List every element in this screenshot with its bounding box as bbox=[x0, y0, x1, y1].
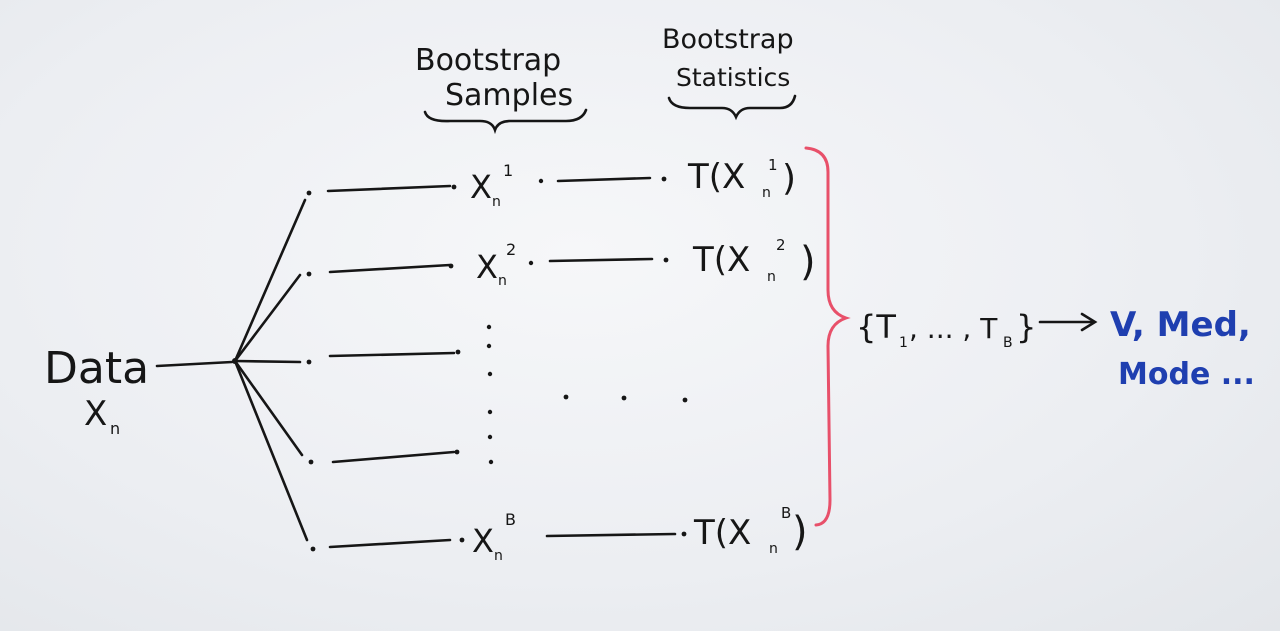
ellipsis-dot bbox=[621, 395, 627, 401]
collection-close: } bbox=[1016, 308, 1036, 346]
sample-line-5 bbox=[328, 538, 452, 549]
stat-1-suffix: ) bbox=[782, 158, 796, 199]
samples-header-line2: Samples bbox=[445, 78, 573, 113]
sample-1-symbol: X bbox=[470, 168, 492, 206]
output-line2: Mode ... bbox=[1118, 357, 1255, 392]
output-line1: V, Med, bbox=[1110, 305, 1251, 345]
stat-2-superscript: 2 bbox=[776, 236, 786, 254]
branch-end-dot bbox=[306, 359, 312, 365]
collection-last-subscript: B bbox=[1003, 335, 1013, 351]
samples-header-line1: Bootstrap bbox=[415, 43, 561, 78]
branch-2 bbox=[233, 273, 302, 363]
branch-end-dot bbox=[306, 190, 312, 196]
stat-1-subscript: n bbox=[762, 185, 771, 201]
sample-2-superscript: 2 bbox=[506, 240, 516, 259]
stat-line-2 bbox=[548, 257, 654, 263]
sample-1-subscript: n bbox=[492, 194, 501, 210]
stat-line-1 bbox=[556, 176, 652, 183]
ellipsis-dot bbox=[682, 397, 688, 403]
sample-1-superscript: 1 bbox=[503, 161, 513, 180]
sample-2-symbol: X bbox=[476, 248, 498, 286]
ellipsis-dot bbox=[487, 434, 493, 440]
branch-end-dot bbox=[306, 271, 312, 277]
sample-dot bbox=[454, 449, 460, 455]
sample-line-4 bbox=[331, 450, 456, 464]
ellipsis-dot bbox=[487, 409, 493, 415]
sample-dot bbox=[459, 537, 465, 543]
collection-middle: , ... , T bbox=[909, 312, 998, 345]
ellipsis-dot bbox=[487, 371, 493, 377]
stat-b-subscript: n bbox=[769, 541, 778, 557]
ellipsis-dot bbox=[488, 459, 494, 465]
stat-1-superscript: 1 bbox=[768, 156, 778, 174]
sample-line-2 bbox=[328, 263, 452, 274]
branch-5 bbox=[233, 359, 309, 542]
sample-dot bbox=[451, 184, 457, 190]
stat-dot bbox=[663, 257, 669, 263]
sample-2-subscript: n bbox=[498, 273, 507, 289]
stat-dot bbox=[681, 531, 687, 537]
stat-2-suffix: ) bbox=[800, 239, 816, 285]
collection-first-subscript: 1 bbox=[899, 335, 908, 351]
sample-b-superscript: B bbox=[505, 510, 516, 529]
data-subscript: n bbox=[110, 419, 120, 438]
collection-brace bbox=[804, 146, 851, 527]
branch-end-dot bbox=[310, 546, 316, 552]
sample-dot bbox=[455, 349, 461, 355]
output-arrow-head bbox=[1080, 312, 1098, 332]
sample-line-3 bbox=[328, 351, 456, 358]
sample-dot bbox=[448, 263, 454, 269]
ellipsis-dot bbox=[563, 394, 569, 400]
stats-header-line2: Statistics bbox=[676, 63, 790, 92]
stat-1-prefix: T(X bbox=[687, 157, 745, 197]
collection-open: {T bbox=[856, 308, 896, 346]
branch-4 bbox=[233, 359, 304, 457]
branch-1 bbox=[233, 198, 307, 363]
sample-dot bbox=[538, 178, 544, 184]
stat-b-prefix: T(X bbox=[693, 513, 751, 553]
sample-dot bbox=[528, 260, 534, 266]
stats-header-line1: Bootstrap bbox=[662, 24, 794, 55]
sample-line-1 bbox=[326, 184, 452, 193]
ellipsis-dot bbox=[486, 324, 492, 330]
sample-b-symbol: X bbox=[472, 522, 494, 560]
stats-brace bbox=[667, 94, 797, 121]
stat-2-subscript: n bbox=[767, 269, 776, 285]
branch-3 bbox=[233, 359, 302, 364]
stat-b-superscript: B bbox=[781, 504, 791, 522]
data-symbol: X bbox=[84, 394, 107, 434]
data-label: Data bbox=[44, 343, 149, 394]
stat-2-prefix: T(X bbox=[692, 240, 750, 280]
stat-b-suffix: ) bbox=[792, 509, 808, 555]
ellipsis-dot bbox=[486, 343, 492, 349]
stat-line-3 bbox=[545, 532, 677, 538]
samples-brace bbox=[423, 108, 588, 135]
branch-end-dot bbox=[308, 459, 314, 465]
stat-dot bbox=[661, 176, 667, 182]
sample-b-subscript: n bbox=[494, 548, 503, 564]
data-connector bbox=[155, 360, 234, 368]
